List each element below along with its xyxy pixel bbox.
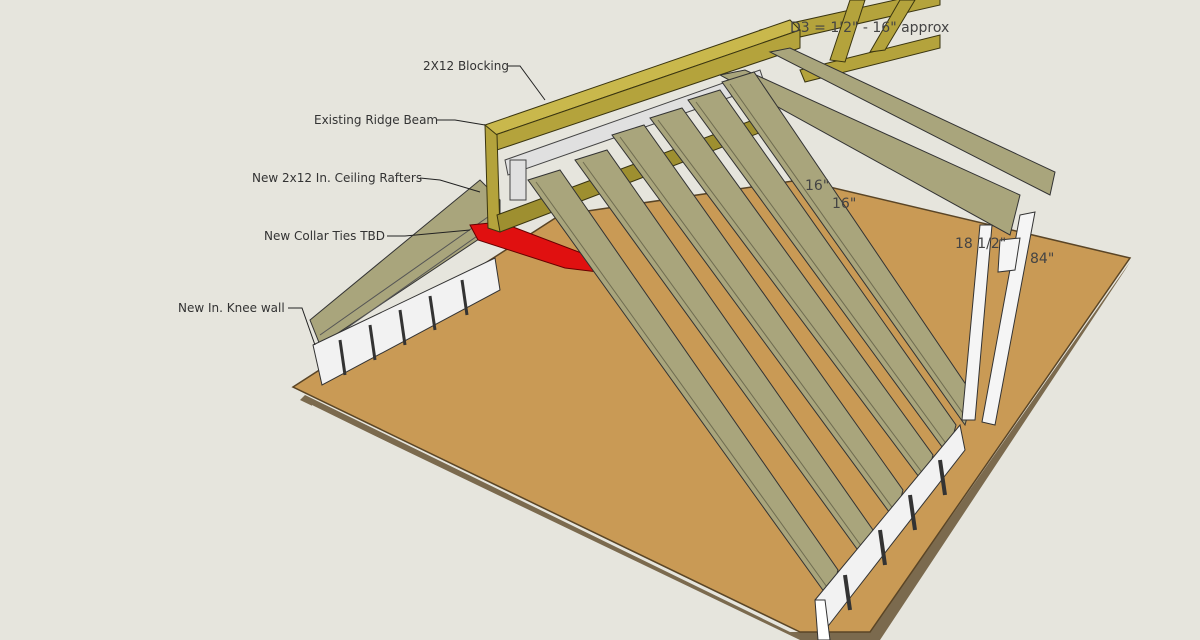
dimension-84: 84" bbox=[1030, 251, 1054, 267]
label-knee-wall: New In. Knee wall bbox=[178, 301, 285, 315]
rafter-edge bbox=[619, 136, 898, 515]
right-knee-wall bbox=[814, 423, 966, 640]
rafter bbox=[527, 169, 839, 602]
dimension-18-half: 18 1/2" bbox=[955, 236, 1006, 252]
rafter-edge bbox=[535, 181, 833, 595]
dimension-16-b: 16" bbox=[832, 196, 856, 212]
rafter-edge bbox=[657, 119, 928, 480]
right-wall-posts bbox=[961, 211, 1036, 426]
floor-joists bbox=[300, 262, 1130, 640]
upper-rafters bbox=[718, 47, 1056, 236]
label-blocking: 2X12 Blocking bbox=[423, 59, 509, 73]
label-ceiling-rafters: New 2x12 In. Ceiling Rafters bbox=[252, 171, 422, 185]
rafter bbox=[687, 89, 957, 457]
label-ridge-beam: Existing Ridge Beam bbox=[314, 113, 438, 127]
label-truss-note: D3 = 1'2" - 16" approx bbox=[790, 20, 949, 36]
left-roof-rafters bbox=[309, 179, 501, 346]
dimension-16-a: 16" bbox=[805, 178, 829, 194]
label-collar-ties: New Collar Ties TBD bbox=[264, 229, 385, 243]
ceiling-rafters bbox=[527, 71, 974, 602]
rafter-edge bbox=[695, 101, 951, 450]
rafter bbox=[649, 107, 934, 487]
rafter-edge bbox=[582, 161, 868, 555]
left-knee-wall bbox=[312, 257, 501, 386]
leader-lines bbox=[288, 65, 546, 346]
rafter bbox=[611, 124, 904, 522]
rafter-edge bbox=[729, 83, 968, 420]
